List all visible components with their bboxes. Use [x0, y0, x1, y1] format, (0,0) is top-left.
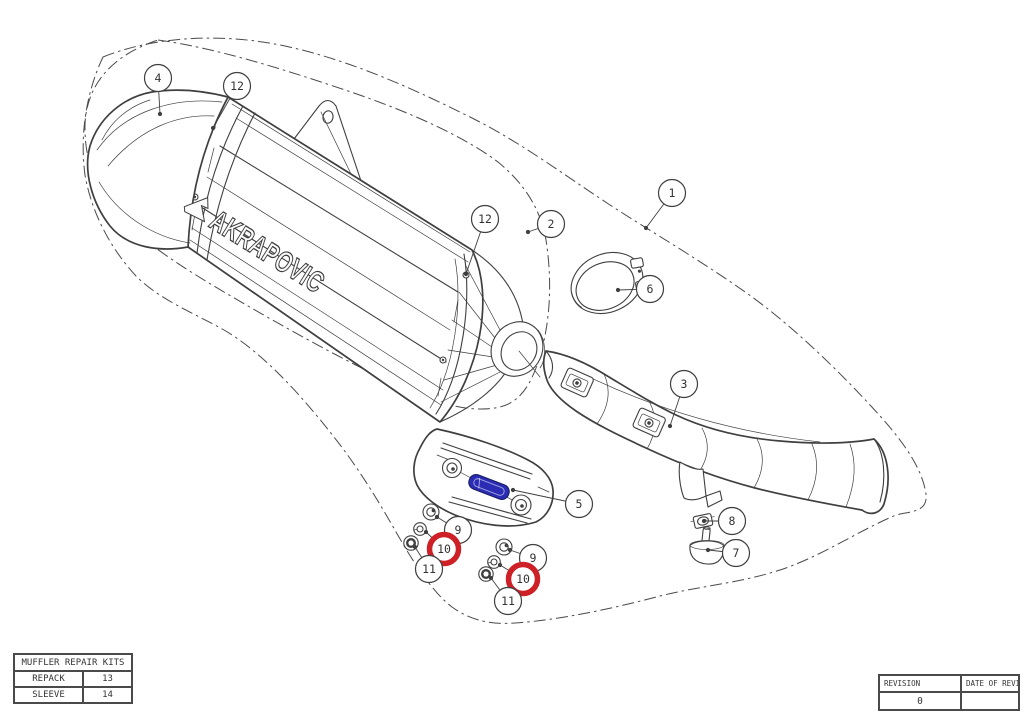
washer	[413, 522, 427, 536]
svg-text:7: 7	[733, 546, 740, 560]
svg-text:9: 9	[530, 551, 537, 565]
svg-text:5: 5	[576, 497, 583, 511]
svg-text:3: 3	[681, 377, 688, 391]
date-of-revision-label: DATE OF REVISION:	[961, 675, 1019, 692]
svg-text:11: 11	[422, 562, 436, 576]
muffler-outlet-cone	[439, 249, 545, 423]
revision-label: REVISION	[879, 675, 961, 692]
svg-text:2: 2	[548, 217, 555, 231]
washer	[487, 555, 501, 569]
akrapovic-badge	[468, 474, 510, 500]
pipe-hanger-tab	[678, 461, 707, 501]
date-of-revision-value	[961, 692, 1019, 710]
callout-1: 1	[643, 178, 687, 231]
pipe-clip	[632, 407, 666, 438]
svg-text:9: 9	[455, 523, 462, 537]
svg-text:1: 1	[669, 186, 676, 200]
fastener-set-left	[403, 503, 440, 551]
nut	[478, 566, 494, 582]
kits-table-row-name: SLEEVE	[14, 687, 83, 703]
callout-12: 12	[463, 204, 500, 277]
callout-10-highlighted: 10	[497, 561, 541, 597]
link-pipe	[542, 350, 889, 515]
callout-7: 7	[705, 538, 751, 568]
fastener-set-right	[478, 538, 513, 582]
svg-text:12: 12	[478, 212, 492, 226]
revision-value: 0	[879, 692, 961, 710]
kit-boundary-outer	[82, 37, 927, 624]
svg-text:11: 11	[501, 594, 515, 608]
svg-text:10: 10	[516, 572, 530, 586]
callout-6: 6	[615, 274, 665, 304]
svg-text:8: 8	[729, 514, 736, 528]
pipe-clip	[560, 367, 594, 398]
callout-12: 12	[210, 71, 252, 131]
callout-11: 11	[488, 575, 523, 616]
bolt	[495, 538, 513, 556]
svg-text:10: 10	[437, 542, 451, 556]
callout-8: 8	[701, 506, 747, 536]
callout-2: 2	[525, 209, 566, 239]
kits-table-row-number: 14	[83, 687, 132, 703]
muffler-repair-kits-table: MUFFLER REPAIR KITS REPACK 13 SLEEVE 14	[13, 653, 133, 704]
muffler-end-cap	[86, 89, 229, 250]
rubber-mount	[689, 526, 725, 565]
svg-text:12: 12	[230, 79, 244, 93]
revision-table: REVISION DATE OF REVISION: 0	[878, 674, 1020, 711]
callout-5: 5	[510, 487, 594, 519]
callout-10-highlighted: 10	[423, 529, 462, 567]
bolt	[422, 503, 440, 521]
muffler-boundary-inner	[84, 39, 551, 410]
kits-table-title: MUFFLER REPAIR KITS	[14, 654, 132, 671]
callout-4: 4	[143, 63, 173, 117]
svg-text:4: 4	[155, 71, 162, 85]
callout-3: 3	[667, 369, 699, 429]
heat-shield	[413, 428, 554, 527]
akrapovic-arrow-icon	[183, 196, 209, 223]
kits-table-row-name: REPACK	[14, 671, 83, 687]
callout-11: 11	[412, 544, 444, 584]
kits-table-row-number: 13	[83, 671, 132, 687]
svg-text:6: 6	[647, 282, 654, 296]
